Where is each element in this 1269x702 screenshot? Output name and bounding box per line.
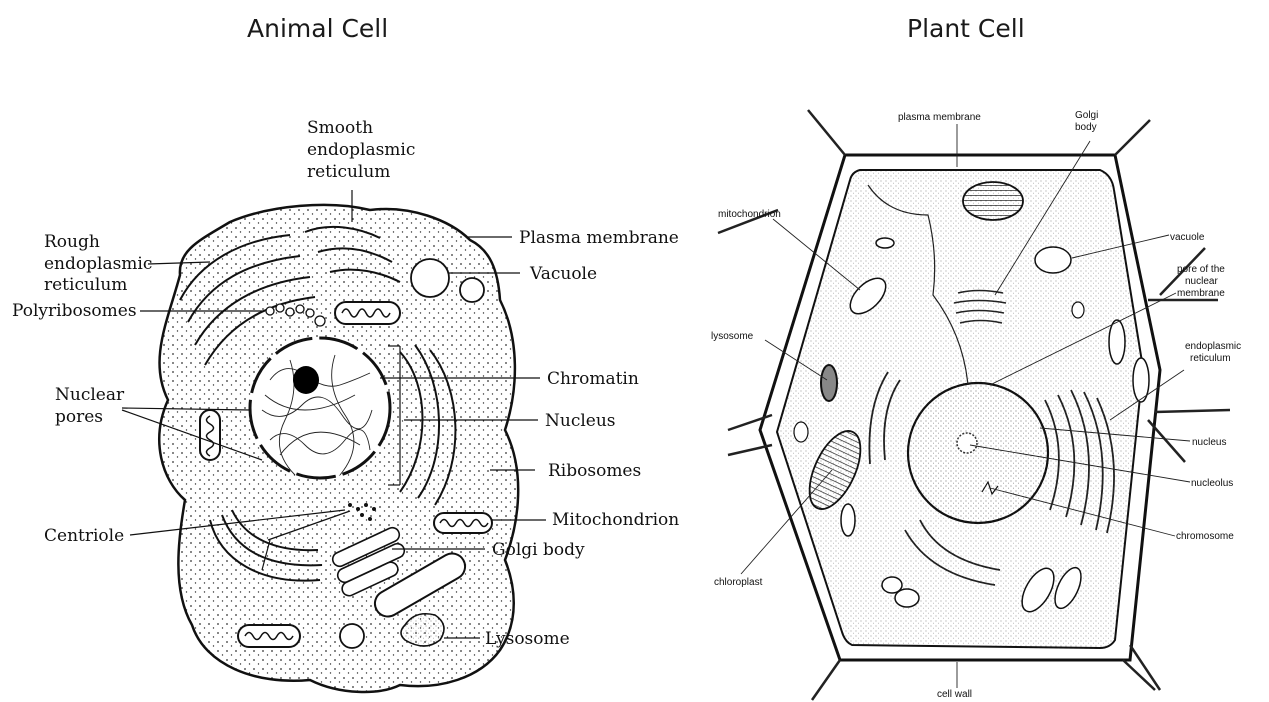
plant-cell: plasma membrane Golgi body mitochondrion… <box>711 110 1241 700</box>
animal-vacuole-bottom <box>340 624 364 648</box>
label-pore-1: pore of the <box>1177 264 1225 275</box>
animal-vacuole-shape <box>411 259 449 297</box>
label-plant-nucleus: nucleus <box>1192 437 1226 448</box>
label-plant-er-2: reticulum <box>1190 353 1231 364</box>
label-plant-lysosome: lysosome <box>711 331 754 342</box>
animal-nucleolus-shape <box>293 366 319 394</box>
plant-nucleolus-shape <box>957 433 977 453</box>
label-smooth-er-3: reticulum <box>307 162 390 182</box>
label-plant-nucleolus: nucleolus <box>1191 478 1233 489</box>
label-polyribosomes: Polyribosomes <box>12 301 137 321</box>
label-plant-mitochondrion: mitochondrion <box>718 209 781 220</box>
animal-cell: Smooth endoplasmic reticulum Rough endop… <box>12 118 679 692</box>
label-plant-chromosome: chromosome <box>1176 531 1234 542</box>
plant-nucleus-shape <box>908 383 1048 523</box>
label-rough-er-2: endoplasmic <box>44 254 152 274</box>
label-plant-cell-wall: cell wall <box>937 689 972 700</box>
plant-chloroplast-top <box>963 182 1023 220</box>
label-animal-nucleus: Nucleus <box>545 411 616 431</box>
label-animal-plasma-membrane: Plasma membrane <box>519 228 679 248</box>
plant-small-vacuole-2 <box>794 422 808 442</box>
plant-small-vacuole <box>1072 302 1084 318</box>
label-pore-2: nuclear <box>1185 276 1218 287</box>
plant-vacuole-shape <box>1035 247 1071 273</box>
label-ribosomes: Ribosomes <box>548 461 641 481</box>
label-chromatin: Chromatin <box>547 369 639 389</box>
label-nuclear-pores-1: Nuclear <box>55 385 125 405</box>
label-animal-lysosome: Lysosome <box>485 629 570 649</box>
label-plant-chloroplast: chloroplast <box>714 577 763 588</box>
label-nuclear-pores-2: pores <box>55 407 103 427</box>
label-rough-er-3: reticulum <box>44 275 127 295</box>
label-animal-mitochondrion: Mitochondrion <box>552 510 679 530</box>
label-smooth-er-1: Smooth <box>307 118 373 138</box>
label-plant-er-1: endoplasmic <box>1185 341 1241 352</box>
label-plant-golgi-2: body <box>1075 122 1097 133</box>
label-plant-plasma-membrane: plasma membrane <box>898 112 981 123</box>
label-pore-3: membrane <box>1177 288 1225 299</box>
label-rough-er-1: Rough <box>44 232 100 252</box>
label-smooth-er-2: endoplasmic <box>307 140 415 160</box>
label-plant-golgi-1: Golgi <box>1075 110 1098 121</box>
plant-lysosome-shape <box>821 365 837 401</box>
label-animal-vacuole: Vacuole <box>529 264 597 284</box>
label-centriole: Centriole <box>44 526 124 546</box>
animal-vacuole-small <box>460 278 484 302</box>
label-animal-golgi: Golgi body <box>492 540 585 560</box>
label-plant-vacuole: vacuole <box>1170 232 1205 243</box>
